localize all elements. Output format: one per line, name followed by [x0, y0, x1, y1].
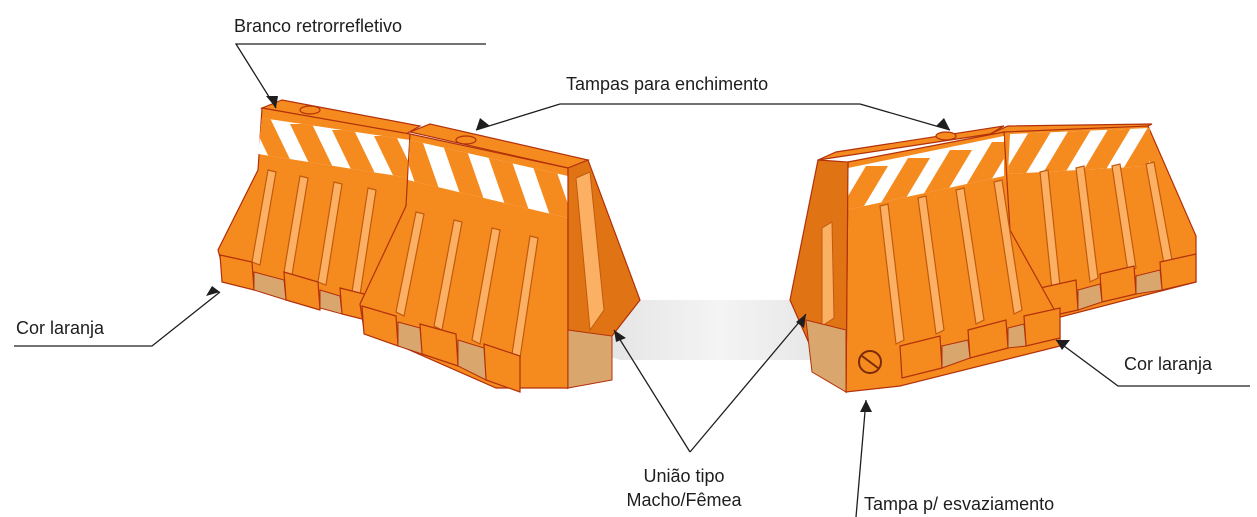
drain-cap-icon [858, 350, 882, 374]
label-uniao-line1: União tipo [643, 466, 725, 486]
right-barrier-group [789, 123, 1197, 394]
label-tampa-esvaziamento: Tampa p/ esvaziamento [864, 494, 1055, 514]
label-uniao-line2: Macho/Fêmea [626, 490, 742, 510]
label-branco-retrorrefletivo: Branco retrorrefletivo [234, 16, 403, 36]
left-barrier-group [217, 99, 641, 393]
right-front-top [817, 125, 1005, 161]
label-cor-laranja-right: Cor laranja [1124, 354, 1213, 374]
label-cor-laranja-left: Cor laranja [16, 318, 105, 338]
arrowheads [206, 96, 1070, 412]
label-tampas-enchimento: Tampas para enchimento [566, 74, 769, 94]
leader-lines [14, 43, 1250, 517]
